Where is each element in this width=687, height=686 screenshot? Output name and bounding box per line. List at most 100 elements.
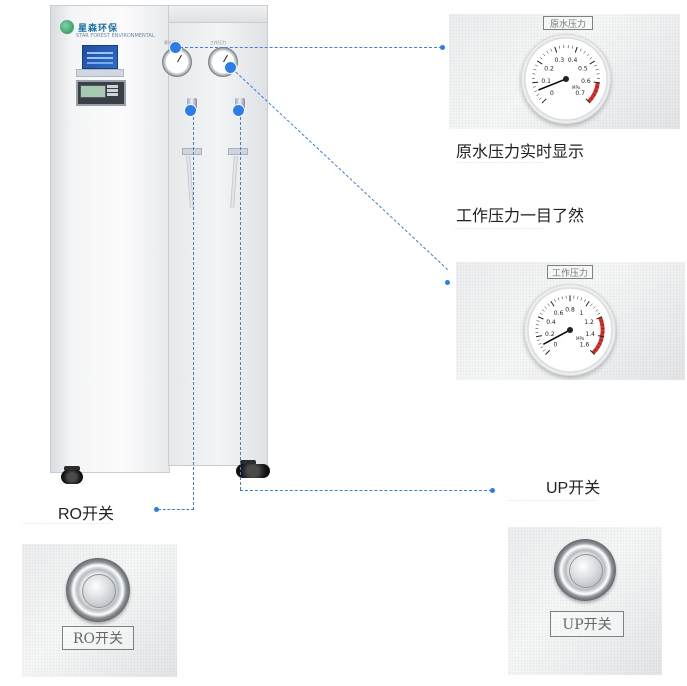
raw-gauge-tick xyxy=(586,53,590,57)
raw-gauge-tick xyxy=(532,86,537,88)
raw-gauge-tick xyxy=(534,64,538,67)
controller-display xyxy=(80,85,106,98)
raw-gauge-tick xyxy=(583,50,586,54)
raw-gauge-tick xyxy=(574,46,578,53)
work-gauge-tick xyxy=(539,312,543,315)
up-switch-button[interactable] xyxy=(569,554,603,588)
hotspot-dot-icon xyxy=(233,105,244,116)
brand-name: 星森环保 xyxy=(78,23,119,34)
work-gauge-tick-label: 0.4 xyxy=(546,319,556,326)
raw-pressure-tag: 原水压力 xyxy=(543,16,593,30)
connector-end-dot-icon xyxy=(445,280,450,285)
work-gauge-needle xyxy=(543,329,571,345)
connector-up-horizontal xyxy=(240,490,492,491)
work-gauge-tick xyxy=(597,335,605,338)
connector-ro-vertical xyxy=(193,112,194,510)
outlet-label-right xyxy=(228,148,248,155)
raw-gauge-tick xyxy=(585,98,591,104)
raw-gauge-needle xyxy=(538,78,567,91)
connector-raw-pressure xyxy=(180,47,442,48)
work-gauge-tick xyxy=(538,343,542,345)
cabinet-side-panel xyxy=(168,22,268,466)
work-gauge-tick-label: 0.6 xyxy=(554,310,564,317)
caption-raw-pressure: 原水压力实时显示 xyxy=(456,144,585,161)
raw-gauge-needle-hub xyxy=(563,76,569,82)
work-gauge-tick xyxy=(595,309,599,312)
work-gauge-tick xyxy=(593,306,596,309)
raw-gauge-tick xyxy=(550,48,553,52)
work-gauge-tick xyxy=(596,346,600,349)
work-gauge-tick xyxy=(580,297,583,301)
connector-ro-horizontal xyxy=(158,509,194,510)
hotspot-dot-icon xyxy=(225,62,236,73)
raw-gauge-tick-label: 0.4 xyxy=(568,57,578,64)
up-switch-photo: UP开关 xyxy=(508,527,662,675)
raw-gauge-tick xyxy=(536,94,540,96)
raw-gauge-tick xyxy=(595,86,600,88)
caster-wheel-right xyxy=(236,464,270,478)
caster-mount-left xyxy=(64,466,80,471)
hotspot-dot-icon xyxy=(170,42,181,53)
controller-label-plate xyxy=(76,69,124,77)
work-gauge-tick-label: 0.8 xyxy=(565,306,575,313)
raw-gauge-tick xyxy=(541,98,547,104)
caption-fine-print: ········································… xyxy=(22,521,112,526)
brand: 星森环保 xyxy=(60,20,118,34)
ro-switch-button[interactable] xyxy=(82,574,116,608)
controller-buttons xyxy=(107,85,118,96)
caption-up-switch: UP开关 xyxy=(546,480,601,497)
caster-wheel-left xyxy=(61,470,83,484)
work-gauge-tick xyxy=(590,303,593,307)
raw-gauge-tick xyxy=(554,46,558,53)
raw-gauge-tick-label: 0 xyxy=(550,90,554,97)
work-gauge-tick xyxy=(542,349,546,352)
caster-mount-right xyxy=(240,460,256,465)
work-gauge-tick xyxy=(535,335,543,338)
work-gauge-tick xyxy=(545,349,551,355)
caption-fine-print: ········································… xyxy=(455,160,545,165)
leaf-logo-icon xyxy=(60,20,74,34)
cabinet-gauge-label-right: 工作压力 xyxy=(210,40,226,45)
raw-gauge-tick xyxy=(595,68,599,71)
work-gauge-tick xyxy=(557,297,560,301)
work-gauge-tick xyxy=(561,296,563,300)
work-gauge-tick xyxy=(585,300,590,307)
caption-fine-print: ········································… xyxy=(455,226,545,231)
work-gauge-tick xyxy=(537,339,541,341)
up-switch-tag: UP开关 xyxy=(550,611,624,637)
raw-gauge-tick xyxy=(579,48,582,52)
work-gauge-tick xyxy=(594,349,598,352)
raw-gauge-tick xyxy=(571,45,574,49)
connector-up-vertical xyxy=(240,112,241,490)
work-gauge-unit-label: MPa xyxy=(576,336,585,341)
raw-gauge-tick xyxy=(539,57,543,60)
work-gauge-tick xyxy=(589,349,595,355)
work-gauge-tick xyxy=(547,303,550,307)
raw-gauge-tick xyxy=(590,97,594,100)
work-gauge-tick xyxy=(577,296,579,300)
caption-fine-print: ········································… xyxy=(508,498,598,503)
work-gauge-tick xyxy=(584,299,586,302)
ro-switch-bezel xyxy=(66,558,130,622)
raw-gauge-tick xyxy=(536,60,543,65)
raw-gauge-tick xyxy=(533,68,537,71)
caption-ro-switch: RO开关 xyxy=(58,506,115,523)
work-gauge-tick-label: 0.2 xyxy=(545,331,555,338)
work-gauge-tick-label: 1.6 xyxy=(580,342,590,349)
raw-gauge-tick xyxy=(592,94,596,96)
raw-gauge-red-zone xyxy=(587,82,600,104)
raw-gauge-tick xyxy=(593,81,600,84)
work-gauge-tick xyxy=(536,320,540,322)
work-gauge-tick xyxy=(544,306,547,309)
work-pressure-tag: 工作压力 xyxy=(547,265,593,279)
work-gauge-tick xyxy=(550,300,555,307)
connector-end-dot-icon xyxy=(440,45,445,50)
raw-gauge-tick xyxy=(532,81,539,84)
work-gauge-tick-label: 1 xyxy=(580,310,584,317)
raw-gauge-tick xyxy=(534,90,538,92)
raw-gauge-tick-label: 0.3 xyxy=(555,57,565,64)
raw-gauge-tick xyxy=(594,64,598,67)
